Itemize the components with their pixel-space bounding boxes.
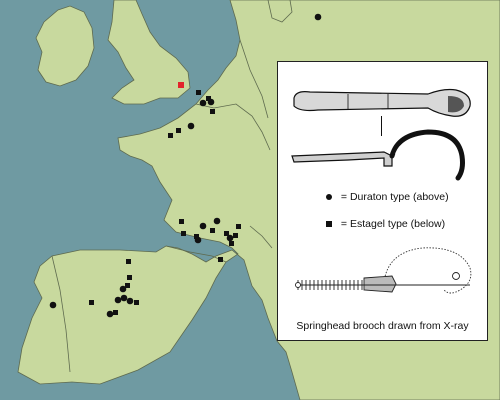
circle-icon [326,194,332,201]
legend-duraton-label: = Duraton type (above) [340,191,449,203]
estagel-marker [224,231,229,236]
country-borders [51,39,273,373]
legend-duraton: = Duraton type (above) [326,191,500,203]
estagel-marker [210,228,215,233]
legend-estagel-label: = Estagel type (below) [340,218,446,230]
land-great-britain [107,0,191,105]
duraton-marker [120,294,128,302]
duraton-marker [199,99,207,107]
estagel-marker [196,90,201,95]
estagel-marker [194,234,199,239]
legend-caption: Springhead brooch drawn from X-ray [296,320,469,332]
estagel-marker [126,259,131,264]
duraton-marker [49,301,57,309]
legend-panel: = Duraton type (above) = Estagel type (b… [277,61,488,341]
estagel-marker [127,275,132,280]
estagel-marker [181,231,186,236]
duraton-marker [126,297,134,305]
estagel-marker [236,224,241,229]
estagel-marker [89,300,94,305]
separator-line [381,116,382,136]
duraton-marker [114,296,122,304]
duraton-marker [314,13,322,21]
estagel-marker [229,241,234,246]
estagel-marker [206,96,211,101]
duraton-marker [226,234,234,242]
land-scandinavia [267,0,293,23]
estagel-marker [168,133,173,138]
duraton-marker [187,122,195,130]
duraton-marker [119,285,127,293]
estagel-marker [134,300,139,305]
estagel-marker [179,219,184,224]
square-icon [326,221,332,228]
springhead-marker [178,82,184,88]
brooch-drawing-springhead [295,247,472,294]
estagel-marker [113,310,118,315]
duraton-marker [106,310,114,318]
estagel-marker [125,283,130,288]
brooch-drawing-side [291,129,465,181]
estagel-marker [176,128,181,133]
estagel-marker [218,257,223,262]
duraton-markers [49,13,322,318]
duraton-marker [199,222,207,230]
brooch-drawing-duraton [293,88,471,117]
estagel-marker [210,109,215,114]
estagel-markers [89,90,241,315]
duraton-marker [213,217,221,225]
land-ireland [35,5,95,87]
estagel-marker [233,233,238,238]
legend-estagel: = Estagel type (below) [326,218,500,230]
